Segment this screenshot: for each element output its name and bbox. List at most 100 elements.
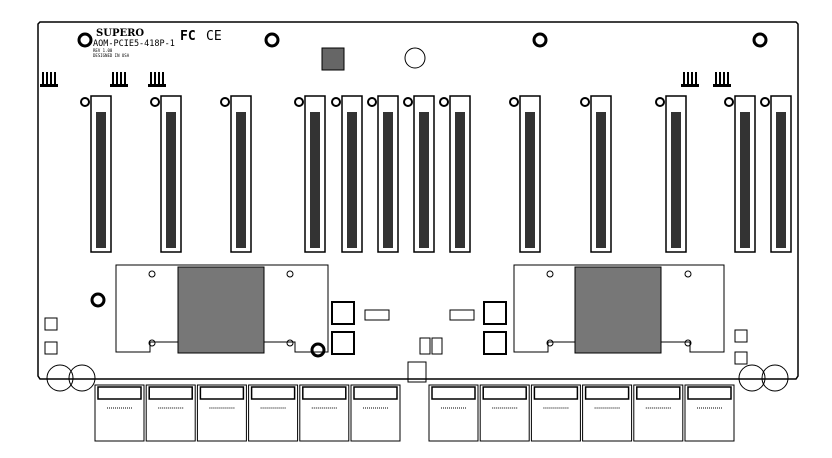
capacitor xyxy=(431,337,443,355)
inductor xyxy=(331,301,355,325)
connector-latch xyxy=(97,386,142,400)
connector-latch xyxy=(533,386,579,400)
header-pin xyxy=(46,72,48,84)
slot-body xyxy=(665,95,687,253)
pcie-slot xyxy=(220,95,252,253)
header-base xyxy=(148,84,166,87)
connector-body xyxy=(196,384,247,442)
header-base xyxy=(40,84,58,87)
small-part xyxy=(734,329,748,343)
slot-latch-hole xyxy=(403,97,413,107)
connector-latch xyxy=(250,386,296,400)
slot-pins xyxy=(525,112,535,248)
slot-pins xyxy=(310,112,320,248)
pcie-slot xyxy=(80,95,112,253)
header-base xyxy=(713,84,731,87)
slot-latch-hole xyxy=(509,97,519,107)
slot-latch-hole xyxy=(294,97,304,107)
connector-latch xyxy=(302,386,347,400)
header-base xyxy=(681,84,699,87)
mcio-connector xyxy=(530,384,581,442)
mcio-connector xyxy=(248,384,299,442)
slot-latch-hole xyxy=(439,97,449,107)
header-pin xyxy=(124,72,126,84)
slot-body xyxy=(304,95,326,253)
pcie-slot xyxy=(760,95,792,253)
slot-body xyxy=(377,95,399,253)
connector-latch xyxy=(353,386,398,400)
header-pin xyxy=(695,72,697,84)
connector-latch xyxy=(431,386,476,400)
bottom-connectors xyxy=(94,384,735,442)
connector-body xyxy=(94,384,145,442)
slot-body xyxy=(160,95,182,253)
pcie-slot xyxy=(294,95,326,253)
slot-latch-hole xyxy=(80,97,90,107)
chip xyxy=(449,309,475,321)
pin-headers xyxy=(40,72,731,87)
small-part xyxy=(734,351,748,365)
slot-pins xyxy=(419,112,429,248)
inductor xyxy=(331,331,355,355)
connector-body xyxy=(479,384,530,442)
connector-latch xyxy=(636,386,681,400)
header-pin xyxy=(687,72,689,84)
pin-header xyxy=(148,72,166,87)
mounting-holes xyxy=(46,32,789,392)
header-pin xyxy=(727,72,729,84)
slot-body xyxy=(770,95,792,253)
header-pin xyxy=(719,72,721,84)
switch-chip-right xyxy=(513,264,725,354)
pcie-slot xyxy=(403,95,435,253)
slot-body xyxy=(519,95,541,253)
slot-pins xyxy=(96,112,106,248)
connector-body xyxy=(633,384,684,442)
pcie-slot xyxy=(331,95,363,253)
pin-header xyxy=(40,72,58,87)
power-connector xyxy=(407,361,427,383)
connector-body xyxy=(145,384,196,442)
slot-latch-hole xyxy=(760,97,770,107)
slot-pins xyxy=(776,112,786,248)
slot-body xyxy=(449,95,471,253)
slot-latch-hole xyxy=(724,97,734,107)
origin-label: DESIGNED IN USA xyxy=(93,53,130,58)
slot-latch-hole xyxy=(220,97,230,107)
header-pin xyxy=(154,72,156,84)
connector-latch xyxy=(584,386,630,400)
mcio-connector xyxy=(94,384,145,442)
connector-body xyxy=(684,384,735,442)
slot-pins xyxy=(383,112,393,248)
pcie-slot xyxy=(655,95,687,253)
mcio-connector xyxy=(684,384,735,442)
header-pin xyxy=(683,72,685,84)
chip xyxy=(364,309,390,321)
pcie-slot xyxy=(150,95,182,253)
pcie-slot xyxy=(367,95,399,253)
brand-logo: SUPERO xyxy=(96,28,144,39)
regulator-components xyxy=(44,301,748,383)
slot-body xyxy=(90,95,112,253)
slot-latch-hole xyxy=(580,97,590,107)
mcio-connector xyxy=(582,384,633,442)
connector-body xyxy=(582,384,633,442)
header-pin xyxy=(723,72,725,84)
pin-header xyxy=(681,72,699,87)
pcie-slot xyxy=(439,95,471,253)
header-pin xyxy=(112,72,114,84)
slot-latch-hole xyxy=(367,97,377,107)
switch-chip-left xyxy=(115,264,329,354)
model-label: AOM-PCIE5-418P-1 xyxy=(93,39,175,49)
slot-pins xyxy=(740,112,750,248)
header-pin xyxy=(158,72,160,84)
mcio-connector xyxy=(633,384,684,442)
connector-latch xyxy=(148,386,193,400)
ce-mark: CE xyxy=(206,29,222,44)
slot-pins xyxy=(455,112,465,248)
slot-pins xyxy=(347,112,357,248)
mcio-connector xyxy=(145,384,196,442)
header-pin xyxy=(162,72,164,84)
header-pin xyxy=(715,72,717,84)
connector-body xyxy=(248,384,299,442)
slot-latch-hole xyxy=(655,97,665,107)
